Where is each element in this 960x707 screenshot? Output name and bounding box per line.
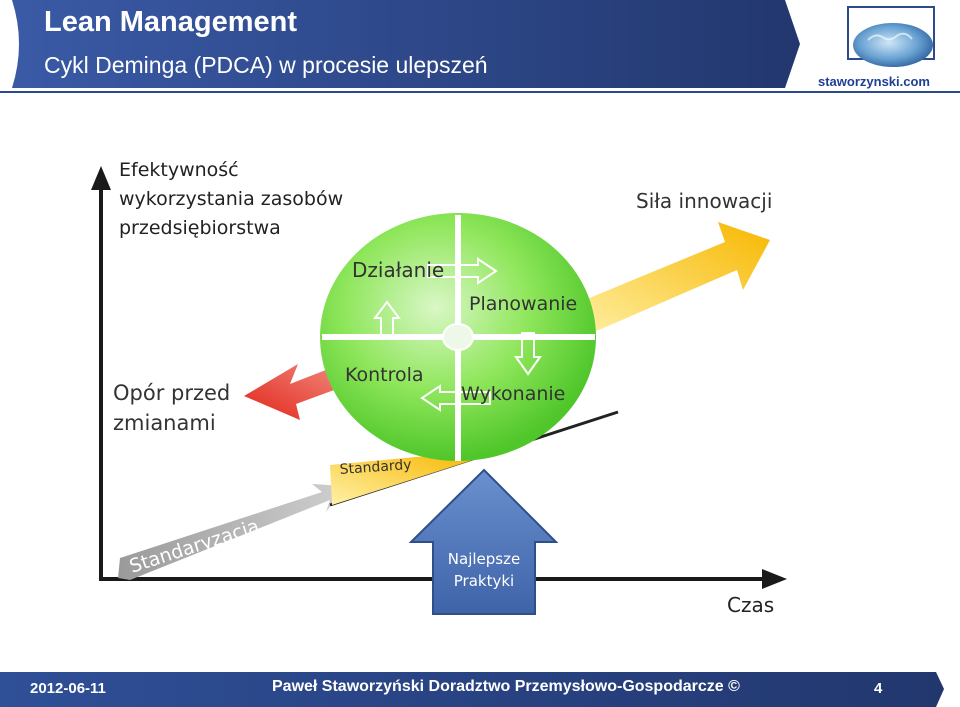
footer-author: Paweł Staworzyński Doradztwo Przemysłowo… bbox=[272, 678, 740, 695]
act-to-plan-arrow-icon bbox=[427, 257, 498, 285]
y-axis-label-line: Efektywność bbox=[119, 159, 239, 181]
best-practices-label-line: Najlepsze bbox=[447, 550, 521, 568]
innovation-arrow bbox=[570, 222, 770, 336]
standards-wedge bbox=[330, 452, 473, 505]
page-subtitle: Cykl Deminga (PDCA) w procesie ulepszeń bbox=[44, 52, 488, 78]
plan-to-do-arrow-icon bbox=[514, 332, 542, 376]
y-axis bbox=[91, 166, 111, 580]
pdca-act-label: Działanie bbox=[352, 258, 444, 282]
best-practices-label: Najlepsze Praktyki bbox=[432, 548, 536, 592]
x-axis-label: Czas bbox=[727, 593, 774, 617]
best-practices-arrow bbox=[408, 468, 559, 615]
pdca-do-label: Wykonanie bbox=[461, 383, 565, 405]
pdca-wheel: Działanie Planowanie Kontrola Wykonanie bbox=[320, 213, 596, 461]
do-to-check-arrow-icon bbox=[420, 384, 491, 412]
resistance-label-line-1: Opór przed bbox=[113, 381, 230, 405]
innovation-label: Siła innowacji bbox=[636, 189, 772, 213]
x-axis-arrowhead-icon bbox=[762, 569, 787, 589]
standards-label: Standardy bbox=[339, 457, 412, 478]
pdca-plan-label: Planowanie bbox=[469, 293, 577, 315]
y-axis-label: Efektywność wykorzystania zasobów przeds… bbox=[119, 156, 343, 243]
y-axis-label-line: przedsiębiorstwa bbox=[119, 217, 281, 239]
page-number: 4 bbox=[874, 680, 883, 697]
header-bar bbox=[0, 0, 960, 93]
brand-link[interactable]: staworzynski.com bbox=[818, 74, 930, 89]
footer: 2012-06-11 Paweł Staworzyński Doradztwo … bbox=[0, 672, 960, 707]
pdca-diagram: Czas Standaryzacja Standardy Siła innowa… bbox=[91, 166, 787, 617]
footer-bar bbox=[0, 672, 944, 707]
globe-icon bbox=[853, 23, 933, 67]
check-to-act-arrow-icon bbox=[373, 300, 401, 339]
standardization-arrow bbox=[118, 484, 345, 580]
header: Lean Management Cykl Deminga (PDCA) w pr… bbox=[0, 0, 960, 95]
resistance-arrow bbox=[244, 364, 345, 420]
resistance-label-line-2: zmianami bbox=[113, 411, 216, 435]
y-axis-label-line: wykorzystania zasobów bbox=[119, 188, 344, 210]
footer-date: 2012-06-11 bbox=[30, 680, 106, 697]
pdca-check-label: Kontrola bbox=[345, 364, 424, 386]
standardization-label: Standaryzacja bbox=[127, 515, 262, 578]
page-title: Lean Management bbox=[44, 6, 297, 38]
best-practices-label-line: Praktyki bbox=[453, 572, 515, 590]
y-axis-arrowhead-icon bbox=[91, 166, 111, 190]
